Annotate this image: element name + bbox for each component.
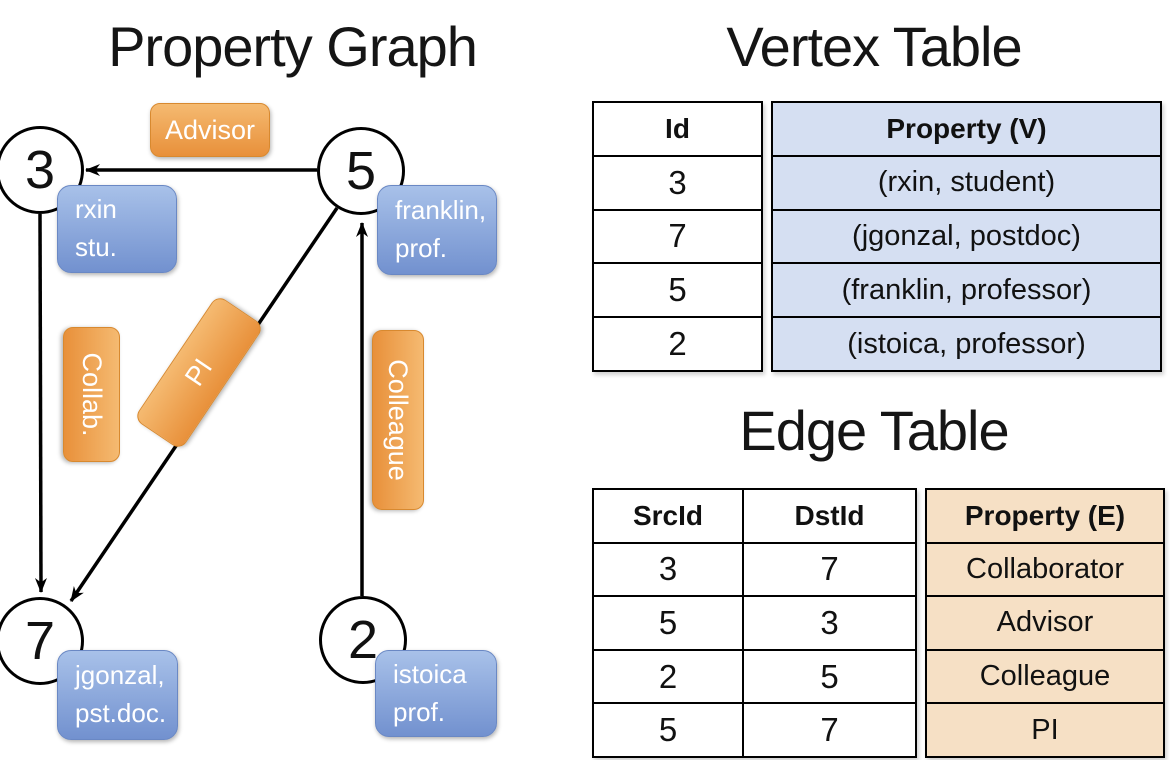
vertex-table-id-column: Id 3 7 5 2 bbox=[592, 101, 763, 372]
edge-srcid-cell: 3 bbox=[594, 543, 744, 596]
edge-table-property-column: Property (E) Collaborator Advisor Collea… bbox=[925, 488, 1165, 758]
edge-srcid-cell: 5 bbox=[594, 704, 744, 756]
edge-dstid-header: DstId bbox=[794, 499, 865, 531]
vertex-label-line: istoica bbox=[393, 658, 467, 689]
edge-label-colleague: Colleague bbox=[372, 330, 424, 510]
node-id-label: 5 bbox=[345, 141, 377, 201]
vertex-id-cell: 3 bbox=[594, 154, 761, 209]
node-id-label: 3 bbox=[24, 140, 56, 200]
vertex-label-istoica: istoica prof. bbox=[375, 650, 497, 737]
vertex-label-line: prof. bbox=[393, 696, 446, 727]
vertex-table-title: Vertex Table bbox=[726, 15, 1022, 78]
vertex-id-cell: 7 bbox=[594, 208, 761, 263]
node-id-label: 2 bbox=[347, 610, 379, 670]
vertex-label-line: prof. bbox=[395, 233, 448, 263]
vertex-label-rxin: rxin stu. bbox=[57, 185, 177, 273]
vertex-label-line: rxin bbox=[75, 194, 117, 225]
edge-table-title: Edge Table bbox=[739, 399, 1009, 462]
edge-property-cell: Colleague bbox=[927, 648, 1163, 703]
vertex-property-cell: (franklin, professor) bbox=[773, 262, 1160, 316]
vertex-label-line: pst.doc. bbox=[75, 698, 167, 728]
vertex-property-cell: (rxin, student) bbox=[773, 154, 1160, 209]
edge-property-cell: Collaborator bbox=[927, 541, 1163, 596]
vertex-label-franklin: franklin, prof. bbox=[377, 185, 497, 275]
vertex-property-header: Property (V) bbox=[886, 112, 1047, 144]
vertex-id-header: Id bbox=[665, 112, 690, 144]
vertex-label-jgonzal: jgonzal, pst.doc. bbox=[57, 650, 178, 740]
vertex-label-line: jgonzal, bbox=[75, 660, 165, 691]
edge-property-header: Property (E) bbox=[964, 499, 1126, 531]
vertex-property-cell: (jgonzal, postdoc) bbox=[773, 208, 1160, 263]
edge-srcid-cell: 2 bbox=[594, 650, 744, 703]
edge-property-cell: PI bbox=[927, 702, 1163, 756]
edge-table-id-columns: SrcId DstId 3 7 5 3 2 5 5 7 bbox=[592, 488, 917, 758]
edge-label-collab: Collab. bbox=[63, 327, 120, 462]
edge-srcid-header: SrcId bbox=[594, 490, 744, 542]
vertex-id-cell: 2 bbox=[594, 316, 761, 370]
vertex-label-line: franklin, bbox=[395, 195, 487, 226]
edge-dstid-cell: 7 bbox=[820, 550, 839, 588]
vertex-property-cell: (istoica, professor) bbox=[773, 316, 1160, 370]
edge-dstid-cell: 7 bbox=[820, 711, 839, 749]
edge-label-advisor: Advisor bbox=[150, 103, 270, 157]
graph-edges bbox=[34, 164, 368, 602]
edge-line-collab-3to7 bbox=[34, 213, 47, 593]
property-graph-title: Property Graph bbox=[108, 15, 478, 78]
vertex-id-cell: 5 bbox=[594, 262, 761, 316]
edge-srcid-cell: 5 bbox=[594, 597, 744, 649]
vertex-table-property-column: Property (V) (rxin, student) (jgonzal, p… bbox=[771, 101, 1162, 372]
edge-dstid-cell: 3 bbox=[820, 603, 839, 641]
vertex-label-line: stu. bbox=[75, 232, 117, 262]
edge-property-cell: Advisor bbox=[927, 595, 1163, 649]
edge-dstid-cell: 5 bbox=[820, 657, 839, 695]
node-id-label: 7 bbox=[24, 611, 56, 671]
